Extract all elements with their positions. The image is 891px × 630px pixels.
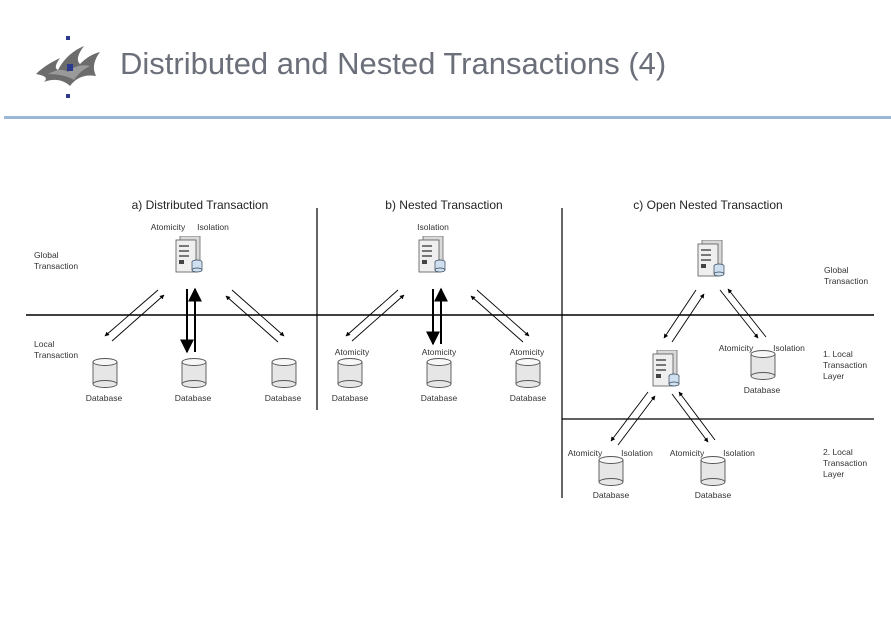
panel-c-layer1-isolation-label: Isolation — [773, 343, 805, 353]
panel-c-global-label-line1: Global — [824, 265, 849, 275]
panel-c-layer1-label-line1: 1. Local — [823, 349, 853, 359]
panel-b-database-icon-3 — [515, 358, 541, 388]
panel-c-layer1-label-line3: Layer — [823, 371, 844, 381]
flame-logo-icon — [36, 36, 100, 98]
panel-a-local-label-line1: Local — [34, 339, 54, 349]
panel-a-database-label-3: Database — [265, 393, 302, 403]
panel-b-database-icon-1 — [337, 358, 363, 388]
panel-c-layer2-label-line2: Transaction — [823, 458, 867, 468]
panel-c-layer1-atomicity-label: Atomicity — [719, 343, 754, 353]
panel-b-database-label-2: Database — [421, 393, 458, 403]
panel-c-arrow-sub-to-left-up — [617, 395, 656, 446]
panel-a-server-icon — [175, 236, 203, 273]
panel-c-layer1-database-icon — [750, 350, 776, 380]
panel-a-atomicity-label: Atomicity — [151, 222, 186, 232]
panel-c-arrow-global-to-sub-up — [671, 293, 705, 343]
panel-b-atomicity-label-1: Atomicity — [335, 347, 370, 357]
panel-a-database-label-2: Database — [175, 393, 212, 403]
panel-c-layer2-left-database-icon — [598, 456, 624, 486]
panel-c-arrow-global-to-db-up — [727, 288, 767, 338]
panel-a-arrow-left-up — [111, 294, 165, 342]
panel-b-server-icon — [418, 236, 446, 273]
slide-header: Distributed and Nested Transactions (4) — [0, 0, 891, 120]
panel-c-layer2-label-line1: 2. Local — [823, 447, 853, 457]
panel-c-arrow-global-to-sub-down — [663, 289, 697, 339]
panel-b-isolation-label: Isolation — [417, 222, 449, 232]
panel-c-global-server-icon — [697, 240, 725, 277]
panel-b-arrow-right-down — [476, 289, 530, 337]
panel-c-heading: c) Open Nested Transaction — [633, 198, 782, 212]
panel-a-database-icon-2 — [181, 358, 207, 388]
slide-title: Distributed and Nested Transactions (4) — [120, 46, 667, 81]
panel-c-layer2-left-isolation-label: Isolation — [621, 448, 653, 458]
panel-b-database-label-3: Database — [510, 393, 547, 403]
panel-c-layer2-right-atomicity-label: Atomicity — [670, 448, 705, 458]
panel-b-database-icon-2 — [426, 358, 452, 388]
panel-a-database-icon-1 — [92, 358, 118, 388]
panel-a-global-label-line2: Transaction — [34, 261, 78, 271]
panel-b-atomicity-label-3: Atomicity — [510, 347, 545, 357]
panel-c-arrow-sub-to-right-down — [671, 393, 709, 443]
panel-a-arrow-right-down — [231, 289, 285, 337]
panel-c-layer2-label-line3: Layer — [823, 469, 844, 479]
panel-c-layer2-right-isolation-label: Isolation — [723, 448, 755, 458]
panel-c-layer2-right-database-icon — [700, 456, 726, 486]
panel-c-layer2-left-database-label: Database — [593, 490, 630, 500]
panel-b-arrow-right-up — [470, 295, 524, 343]
panel-c-arrow-global-to-db-down — [719, 289, 759, 339]
panel-b-database-label-1: Database — [332, 393, 369, 403]
panel-b-heading: b) Nested Transaction — [385, 198, 502, 212]
panel-a-arrow-right-up — [225, 295, 279, 343]
panel-c-layer1-label-line2: Transaction — [823, 360, 867, 370]
panel-b-atomicity-label-2: Atomicity — [422, 347, 457, 357]
panel-c-sub-server-icon — [652, 350, 680, 387]
panel-b-arrow-left-down — [345, 289, 399, 337]
panel-c-arrow-sub-to-left-down — [610, 391, 649, 442]
panel-c-layer2-left-atomicity-label: Atomicity — [568, 448, 603, 458]
panel-c-arrow-sub-to-right-up — [678, 391, 716, 441]
panel-a-heading: a) Distributed Transaction — [132, 198, 269, 212]
panel-a-arrow-left-down — [104, 289, 159, 337]
panel-a-local-label-line2: Transaction — [34, 350, 78, 360]
panel-c-layer1-database-label: Database — [744, 385, 781, 395]
header-divider — [4, 116, 891, 119]
panel-a-isolation-label: Isolation — [197, 222, 229, 232]
panel-a-global-label-line1: Global — [34, 250, 59, 260]
panel-c-global-label-line2: Transaction — [824, 276, 868, 286]
panel-c-layer2-right-database-label: Database — [695, 490, 732, 500]
panel-a-database-label-1: Database — [86, 393, 123, 403]
panel-a-database-icon-3 — [271, 358, 297, 388]
panel-b-arrow-left-up — [351, 294, 405, 342]
